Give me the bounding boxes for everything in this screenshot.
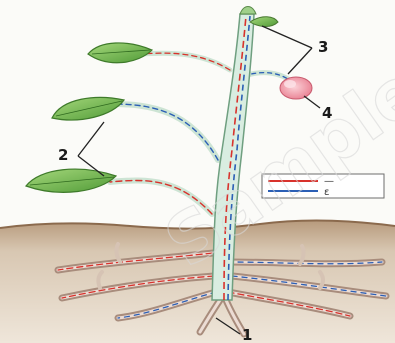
label-root: 1 (242, 326, 252, 343)
label-stem-branches: 3 (318, 38, 328, 56)
flower (280, 77, 312, 99)
label-leaves: 2 (58, 146, 68, 164)
